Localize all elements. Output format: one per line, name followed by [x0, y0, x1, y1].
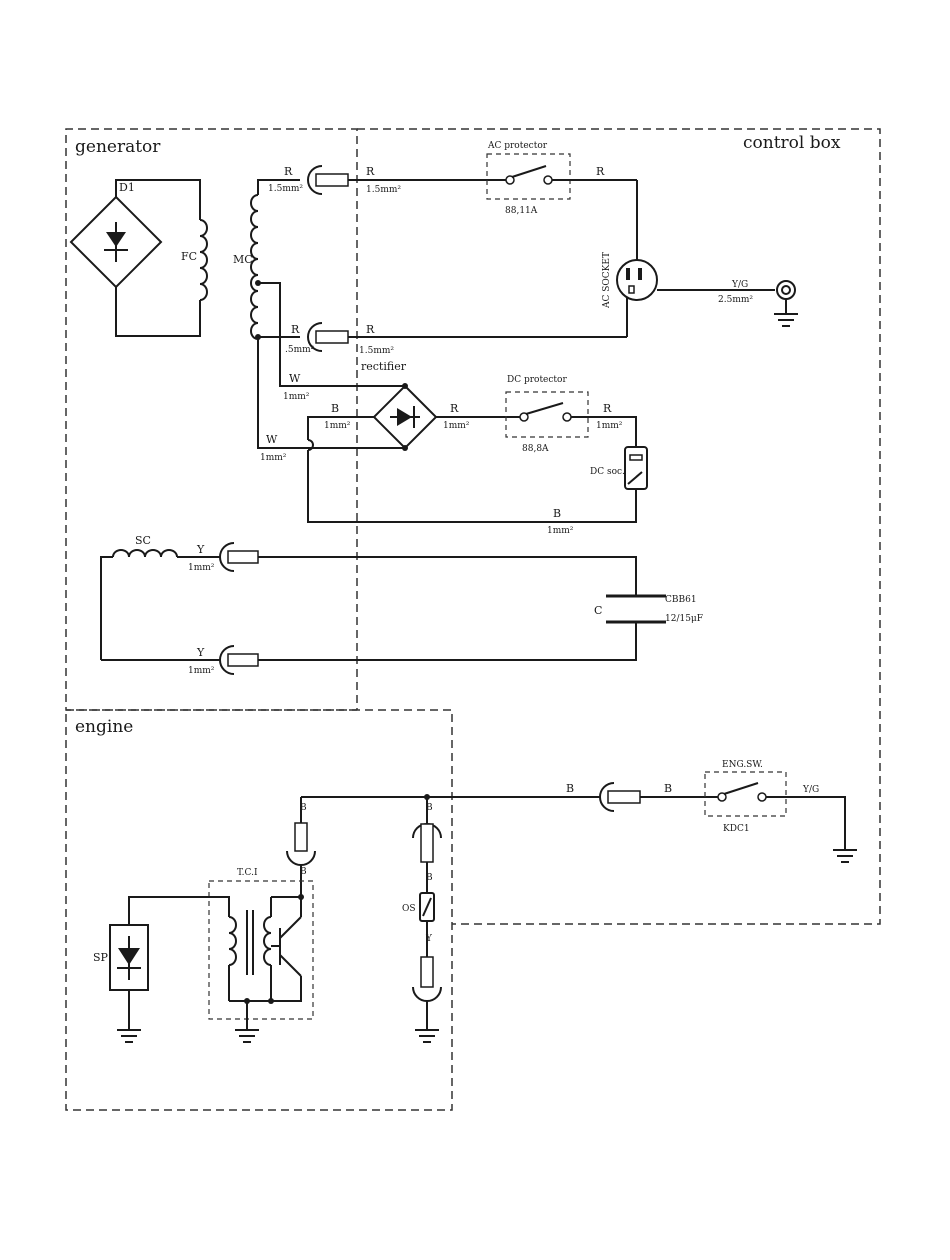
connector-top — [308, 166, 348, 194]
kdc-label: KDC1 — [723, 824, 750, 834]
wire-r-rect-size: 1mm² — [443, 421, 470, 431]
wire-r-mid-box-color: R — [366, 323, 375, 336]
os-label: OS — [402, 904, 416, 914]
wire-r-mid-gen-size: .5mm² — [285, 345, 315, 355]
connector-engine-main — [600, 783, 640, 811]
sc-label: SC — [135, 534, 151, 547]
generator-box — [66, 129, 357, 710]
ac-protector-rating: 88,11A — [505, 206, 538, 216]
mc-ac-circuit: MC R 1.5mm² R 1.5mm² AC protector 88,11A… — [233, 141, 798, 356]
dc-circuit: W 1mm² rectifier W 1mm² B 1mm² B 1mm² R … — [258, 283, 647, 536]
capacitor-label: C — [594, 604, 602, 617]
eng-sw-label: ENG.SW. — [722, 760, 763, 770]
control-box-outline — [357, 129, 880, 924]
ground-os — [415, 1030, 439, 1042]
wire-r-top-box-size: 1.5mm² — [366, 185, 401, 195]
ac-socket — [617, 260, 657, 300]
wire-b-rect-size: 1mm² — [324, 421, 351, 431]
section-boxes: generator control box engine — [66, 129, 880, 1110]
connector-os-top — [413, 824, 441, 862]
wire-y-os: Y — [425, 934, 433, 944]
ground-terminal — [774, 281, 798, 326]
wire-r-dc-size: 1mm² — [596, 421, 623, 431]
ac-protector-label: AC protector — [487, 141, 548, 151]
wire-r-top-gen-size: 1.5mm² — [268, 184, 303, 194]
dc-socket-label: DC soc. — [590, 467, 625, 477]
rectifier-label: rectifier — [361, 360, 407, 373]
wire-b-os-mid: B — [426, 873, 433, 883]
ground-sp — [117, 1030, 141, 1042]
ac-socket-label: AC SOCKET — [602, 252, 612, 309]
oil-sensor — [420, 893, 434, 921]
ac-protector: AC protector 88,11A — [487, 141, 637, 216]
sc-capacitor-circuit: SC Y 1mm² C CBB61 12/15μF Y 1mm² — [101, 534, 703, 676]
sp-label: SP — [93, 951, 109, 964]
wire-w-upper-size: 1mm² — [283, 392, 310, 402]
connector-tci — [287, 823, 315, 865]
d1-diode-bridge — [71, 197, 161, 287]
dc-protector-rating: 88,8A — [522, 444, 549, 454]
wire-yg-ground-color: Y/G — [731, 280, 748, 290]
fc-coil — [200, 220, 207, 300]
d1-label: D1 — [119, 181, 135, 194]
ground-engsw — [833, 850, 857, 862]
control-box-label: control box — [743, 133, 841, 153]
wire-y-sc-top-color: Y — [196, 543, 205, 556]
wire-w-upper-color: W — [289, 372, 301, 385]
sc-coil — [113, 550, 177, 557]
dc-socket — [625, 447, 647, 489]
engine-label: engine — [75, 717, 133, 737]
mc-coil — [251, 195, 258, 339]
wire-b-tci-top: B — [300, 803, 307, 813]
generator-label: generator — [75, 137, 161, 157]
wire-y-sc-bot-color: Y — [196, 646, 205, 659]
rectifier-bridge — [374, 383, 436, 451]
wire-yg-ground-size: 2.5mm² — [718, 295, 753, 305]
wire-b-rect-color: B — [331, 402, 339, 415]
connector-sc-top — [220, 543, 258, 571]
fc-label: FC — [181, 250, 197, 263]
wire-r-top-box-color: R — [366, 165, 375, 178]
spark-plug — [110, 925, 148, 990]
tci-label: T.C.I — [237, 868, 258, 878]
wire-w-lower-size: 1mm² — [260, 453, 287, 463]
mc-label: MC — [233, 253, 253, 266]
wire-r-top-gen-color: R — [284, 165, 293, 178]
wire-yg-engsw: Y/G — [802, 785, 819, 795]
connector-os-bot — [413, 957, 441, 1001]
ground-tci — [235, 1030, 259, 1042]
capacitor-model: CBB61 — [665, 595, 697, 605]
wire-r-dc-color: R — [603, 402, 612, 415]
wire-y-sc-bot-size: 1mm² — [188, 666, 215, 676]
wire-b-tci-mid: B — [300, 867, 307, 877]
capacitor-value: 12/15μF — [665, 614, 703, 624]
wire-w-lower-color: W — [266, 433, 278, 446]
d1-fc-circuit: D1 FC — [71, 180, 207, 336]
engine-box — [66, 710, 452, 1110]
wire-r-ac-out: R — [596, 165, 605, 178]
dc-protector-label: DC protector — [507, 375, 567, 385]
wire-r-rect-color: R — [450, 402, 459, 415]
capacitor — [606, 596, 666, 622]
wire-r-mid-gen-color: R — [291, 323, 300, 336]
wire-b-dc-return-color: B — [553, 507, 561, 520]
engine-circuit: B B ENG.SW. KDC1 Y/G B B — [93, 760, 857, 1042]
wire-b-main-right: B — [664, 782, 672, 795]
wire-r-mid-box-size: 1.5mm² — [359, 346, 394, 356]
wire-b-main-left: B — [566, 782, 574, 795]
wire-b-dc-return-size: 1mm² — [547, 526, 574, 536]
tci-module: T.C.I — [209, 868, 313, 1019]
wire-y-sc-top-size: 1mm² — [188, 563, 215, 573]
dc-protector: DC protector 88,8A — [506, 375, 588, 454]
connector-sc-bot — [220, 646, 258, 674]
